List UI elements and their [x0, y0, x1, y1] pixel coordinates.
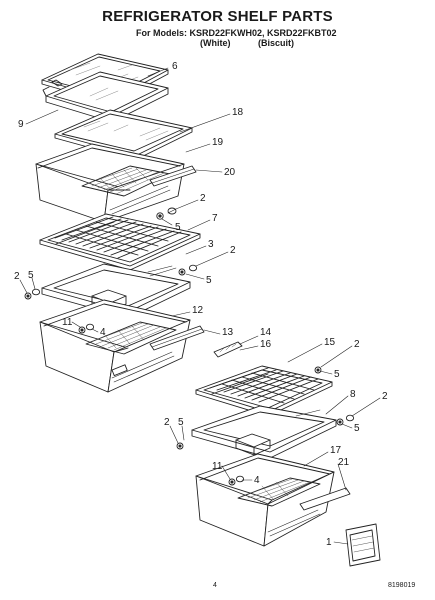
callout-4-a: 4 — [100, 327, 106, 338]
part-5-2-fasteners-right — [176, 366, 355, 450]
callout-leader-lines — [19, 67, 381, 545]
right-crisper-drawer — [195, 453, 351, 547]
callout-6: 6 — [172, 61, 178, 72]
variant-white-label: (White) — [200, 38, 231, 48]
callout-5-b: 5 — [206, 275, 212, 286]
part-1-crisper-cover — [345, 523, 381, 567]
part-5-2-fasteners-upper — [156, 207, 177, 220]
callout-17: 17 — [330, 445, 342, 456]
callout-7: 7 — [212, 213, 218, 224]
variant-biscuit-label: (Biscuit) — [258, 38, 294, 48]
part-8-shelf-frame — [191, 405, 337, 459]
callout-14: 14 — [260, 327, 272, 338]
callout-2-a: 2 — [200, 193, 206, 204]
callout-8: 8 — [350, 389, 356, 400]
callout-13: 13 — [222, 327, 234, 338]
callout-5-c: 5 — [28, 270, 34, 281]
callout-3: 3 — [208, 239, 214, 250]
document-number: 8198019 — [388, 582, 416, 589]
part-5-2-fasteners-mid — [178, 264, 198, 276]
page-number: 4 — [213, 582, 217, 589]
model-numbers: For Models: KSRD22FKWH02, KSRD22FKBT02 — [136, 28, 337, 38]
part-5-2-fasteners-left — [24, 288, 41, 300]
page-title: REFRIGERATOR SHELF PARTS — [102, 8, 333, 25]
callout-9: 9 — [18, 119, 24, 130]
callout-20: 20 — [224, 167, 236, 178]
callout-16: 16 — [260, 339, 272, 350]
callout-4-b: 4 — [254, 475, 260, 486]
callout-2-d: 2 — [354, 339, 360, 350]
callout-12: 12 — [192, 305, 204, 316]
callout-2-c: 2 — [14, 271, 20, 282]
callout-1: 1 — [326, 537, 332, 548]
upper-crisper-drawer — [35, 143, 197, 223]
callout-5-e: 5 — [354, 423, 360, 434]
callout-19: 19 — [212, 137, 224, 148]
part-11-4-fasteners-left — [78, 323, 95, 334]
callout-5-d: 5 — [334, 369, 340, 380]
callout-11-b: 11 — [212, 461, 223, 472]
part-14-16-brackets — [213, 341, 243, 358]
callout-5-a: 5 — [175, 222, 181, 233]
callout-11-a: 11 — [62, 317, 73, 328]
callout-2-b: 2 — [230, 245, 236, 256]
callout-2-e: 2 — [382, 391, 388, 402]
callout-18: 18 — [232, 107, 244, 118]
callout-15: 15 — [324, 337, 336, 348]
callout-2-f: 2 — [164, 417, 170, 428]
callout-21: 21 — [338, 457, 350, 468]
left-crisper-drawer — [39, 299, 205, 393]
callout-5-f: 5 — [178, 417, 184, 428]
part-11-4-fasteners-right — [228, 475, 245, 486]
